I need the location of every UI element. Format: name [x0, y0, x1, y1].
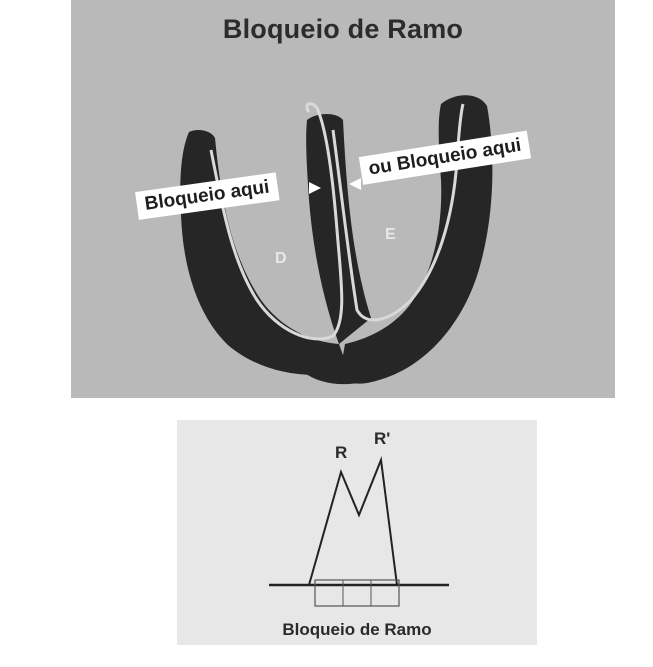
heart-diagram-panel: Bloqueio de Ramo Bloqueio aqui ou Bloque… [71, 0, 615, 398]
peak-label-r: R [335, 443, 348, 462]
ecg-waveform [269, 456, 449, 607]
ecg-diagram-panel: R R' Bloqueio de Ramo [177, 420, 537, 645]
diagram-title: Bloqueio de Ramo [222, 14, 464, 44]
right-ventricle-wall [180, 130, 349, 375]
ecg-caption: Bloqueio de Ramo [282, 620, 432, 639]
chamber-label-e: E [385, 226, 396, 243]
right-label-pointer [349, 178, 361, 190]
conduction-path [209, 102, 344, 341]
grid-box [314, 579, 400, 607]
septum [306, 114, 371, 344]
qrs-complex [308, 456, 398, 586]
heart-apex [271, 320, 423, 385]
left-label-pointer [309, 182, 321, 194]
chamber-label-d: D [275, 250, 287, 267]
peak-label-r-prime: R' [374, 429, 391, 448]
